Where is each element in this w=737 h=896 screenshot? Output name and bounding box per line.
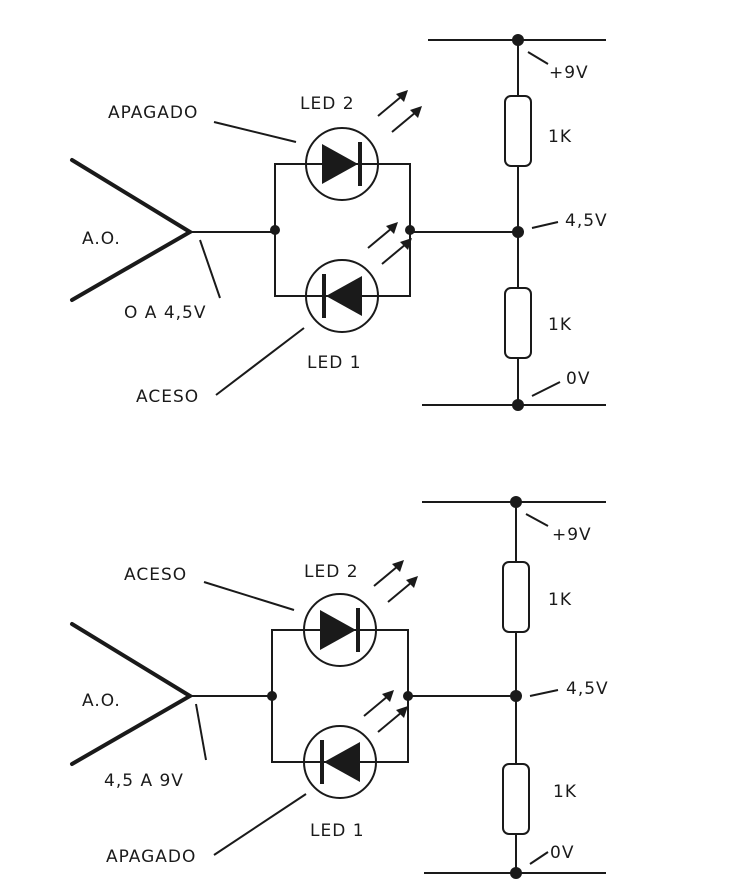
mid-node xyxy=(510,690,522,702)
led1-name: LED 1 xyxy=(307,353,362,373)
led1-state-leader xyxy=(213,793,307,856)
led2-state-leader xyxy=(203,581,295,611)
mid-node xyxy=(512,226,524,238)
led2-state: ACESO xyxy=(124,565,187,585)
mid-leader xyxy=(529,689,559,697)
output-range-label: O A 4,5V xyxy=(124,303,206,323)
led2 xyxy=(303,560,418,667)
led1-name: LED 1 xyxy=(310,821,365,841)
opamp-label: A.O. xyxy=(82,229,121,249)
led1 xyxy=(303,690,408,799)
ground-leader xyxy=(531,381,561,397)
ground-leader xyxy=(529,851,549,865)
output-range-leader xyxy=(195,703,207,761)
ground-label: 0V xyxy=(566,369,590,389)
led2 xyxy=(305,90,422,201)
right-node xyxy=(405,225,415,235)
output-range-label: 4,5 A 9V xyxy=(104,771,184,791)
circuit-top: A.O. LED 2 APAGADO xyxy=(70,34,608,411)
supply-label: +9V xyxy=(552,525,592,545)
r-bottom-label: 1K xyxy=(553,782,577,802)
led1-state-leader xyxy=(215,327,305,396)
led2-name: LED 2 xyxy=(304,562,359,582)
led1 xyxy=(305,222,412,333)
led1-state: ACESO xyxy=(136,387,199,407)
resistor-bottom xyxy=(504,287,532,359)
resistor-top xyxy=(502,561,530,633)
led2-name: LED 2 xyxy=(300,94,355,114)
resistor-bottom xyxy=(502,763,530,835)
r-bottom-label: 1K xyxy=(548,315,572,335)
led1-state: APAGADO xyxy=(106,847,196,867)
led2-state-leader xyxy=(213,121,297,143)
r-top-label: 1K xyxy=(548,127,572,147)
mid-label: 4,5V xyxy=(566,679,609,699)
ground-label: 0V xyxy=(550,843,574,863)
resistor-top xyxy=(504,95,532,167)
mid-label: 4,5V xyxy=(565,211,608,231)
r-top-label: 1K xyxy=(548,590,572,610)
circuit-bottom: A.O. LED 2 ACESO xyxy=(70,496,609,879)
output-range-leader xyxy=(199,239,221,299)
mid-leader xyxy=(531,221,559,229)
supply-label: +9V xyxy=(549,63,589,83)
supply-leader xyxy=(527,51,549,65)
opamp-label: A.O. xyxy=(82,691,121,711)
led2-state: APAGADO xyxy=(108,103,198,123)
supply-leader xyxy=(525,513,549,527)
